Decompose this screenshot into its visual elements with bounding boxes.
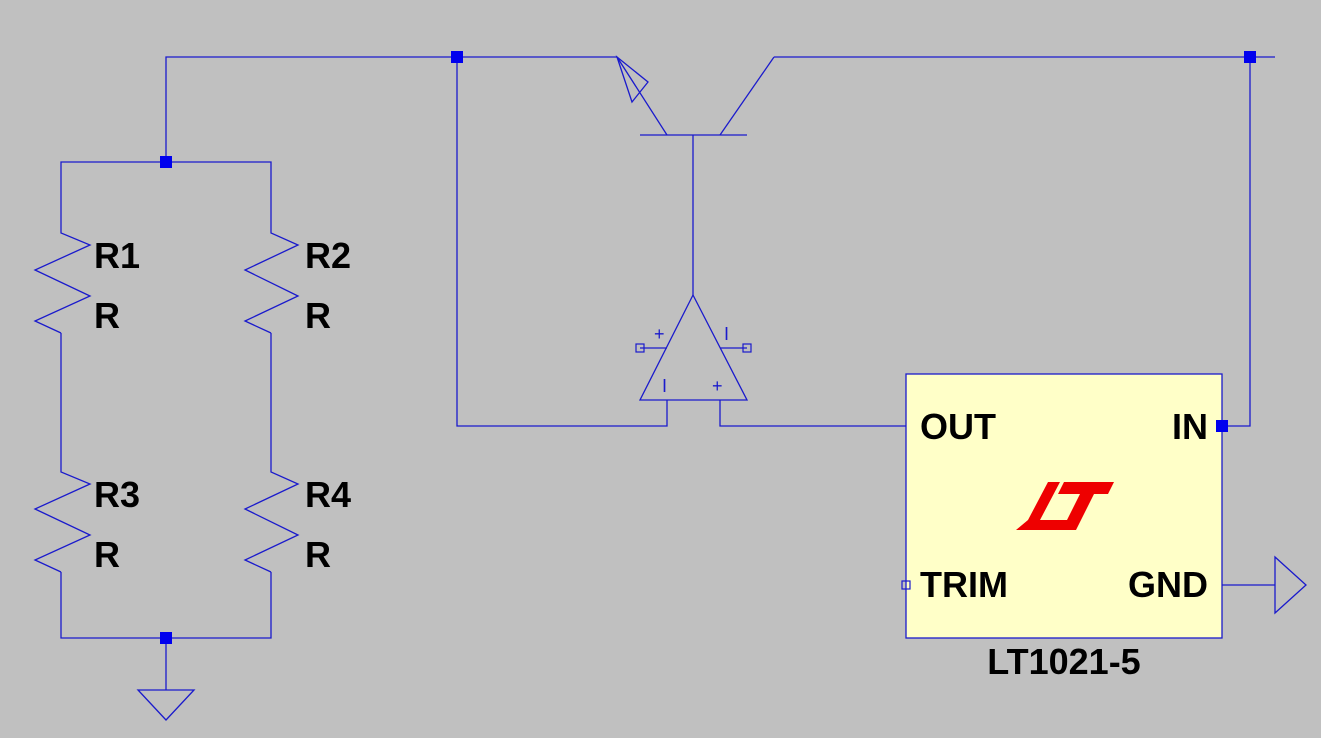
opamp-minus-input-label: I [662, 376, 667, 396]
ground-icon-ic [1274, 555, 1307, 615]
wire-rail-to-opamp-minus [456, 57, 668, 427]
ic-pin-out-label: OUT [920, 406, 996, 447]
junction-rail-left[interactable] [451, 51, 463, 63]
r1-value-label: R [94, 295, 120, 336]
transistor-emitter-arrow-icon [615, 55, 649, 104]
resistor-r4[interactable] [243, 462, 300, 573]
transistor-emitter-leg [616, 56, 668, 136]
wire-opamp-plus-to-out [719, 400, 906, 427]
r4-ref-label: R4 [305, 474, 351, 515]
wire-bridge-top-bar [60, 161, 272, 223]
wire-rail-to-in [1222, 57, 1251, 427]
resistor-r3[interactable] [33, 462, 92, 573]
ic-pin-in-label: IN [1172, 406, 1208, 447]
pnp-transistor[interactable] [615, 55, 775, 136]
junction-rail-right[interactable] [1244, 51, 1256, 63]
r2-ref-label: R2 [305, 235, 351, 276]
junction-bridge-top[interactable] [160, 156, 172, 168]
r3-value-label: R [94, 534, 120, 575]
opamp-supply-left-pin[interactable] [635, 343, 645, 353]
ic-pin-trim-label: TRIM [920, 564, 1008, 605]
r1-ref-label: R1 [94, 235, 140, 276]
opamp-supply-right-pin[interactable] [742, 343, 752, 353]
resistor-r2-zigzag [243, 223, 300, 334]
junction-bridge-bottom[interactable] [160, 632, 172, 644]
lt1021-ic[interactable]: OUT IN TRIM GND [901, 373, 1223, 639]
opamp-plus-supply-label: + [654, 324, 665, 344]
resistor-r1[interactable] [33, 223, 92, 334]
wire-bridge-top-to-rail [165, 56, 617, 162]
lt-logo-icon [1016, 482, 1114, 530]
ic-body [905, 373, 1223, 639]
resistor-r2[interactable] [243, 223, 300, 334]
resistor-r1-zigzag [33, 223, 92, 334]
ic-part-label: LT1021-5 [987, 641, 1140, 682]
ground-icon-bridge [136, 689, 196, 721]
op-amp[interactable]: + I I + [635, 293, 752, 401]
opamp-minus-supply-label: I [724, 324, 729, 344]
wires [60, 56, 1275, 690]
ic-trim-pin[interactable] [901, 580, 911, 590]
r4-value-label: R [305, 534, 331, 575]
r3-ref-label: R3 [94, 474, 140, 515]
junctions [160, 51, 1256, 644]
r2-value-label: R [305, 295, 331, 336]
transistor-collector-leg [719, 56, 775, 136]
ic-pin-gnd-label: GND [1128, 564, 1208, 605]
resistor-r4-zigzag [243, 462, 300, 573]
opamp-plus-input-label: + [712, 376, 723, 396]
junction-ic-in[interactable] [1216, 420, 1228, 432]
resistor-r3-zigzag [33, 462, 92, 573]
wire-bridge-bottom-bar [60, 572, 272, 639]
